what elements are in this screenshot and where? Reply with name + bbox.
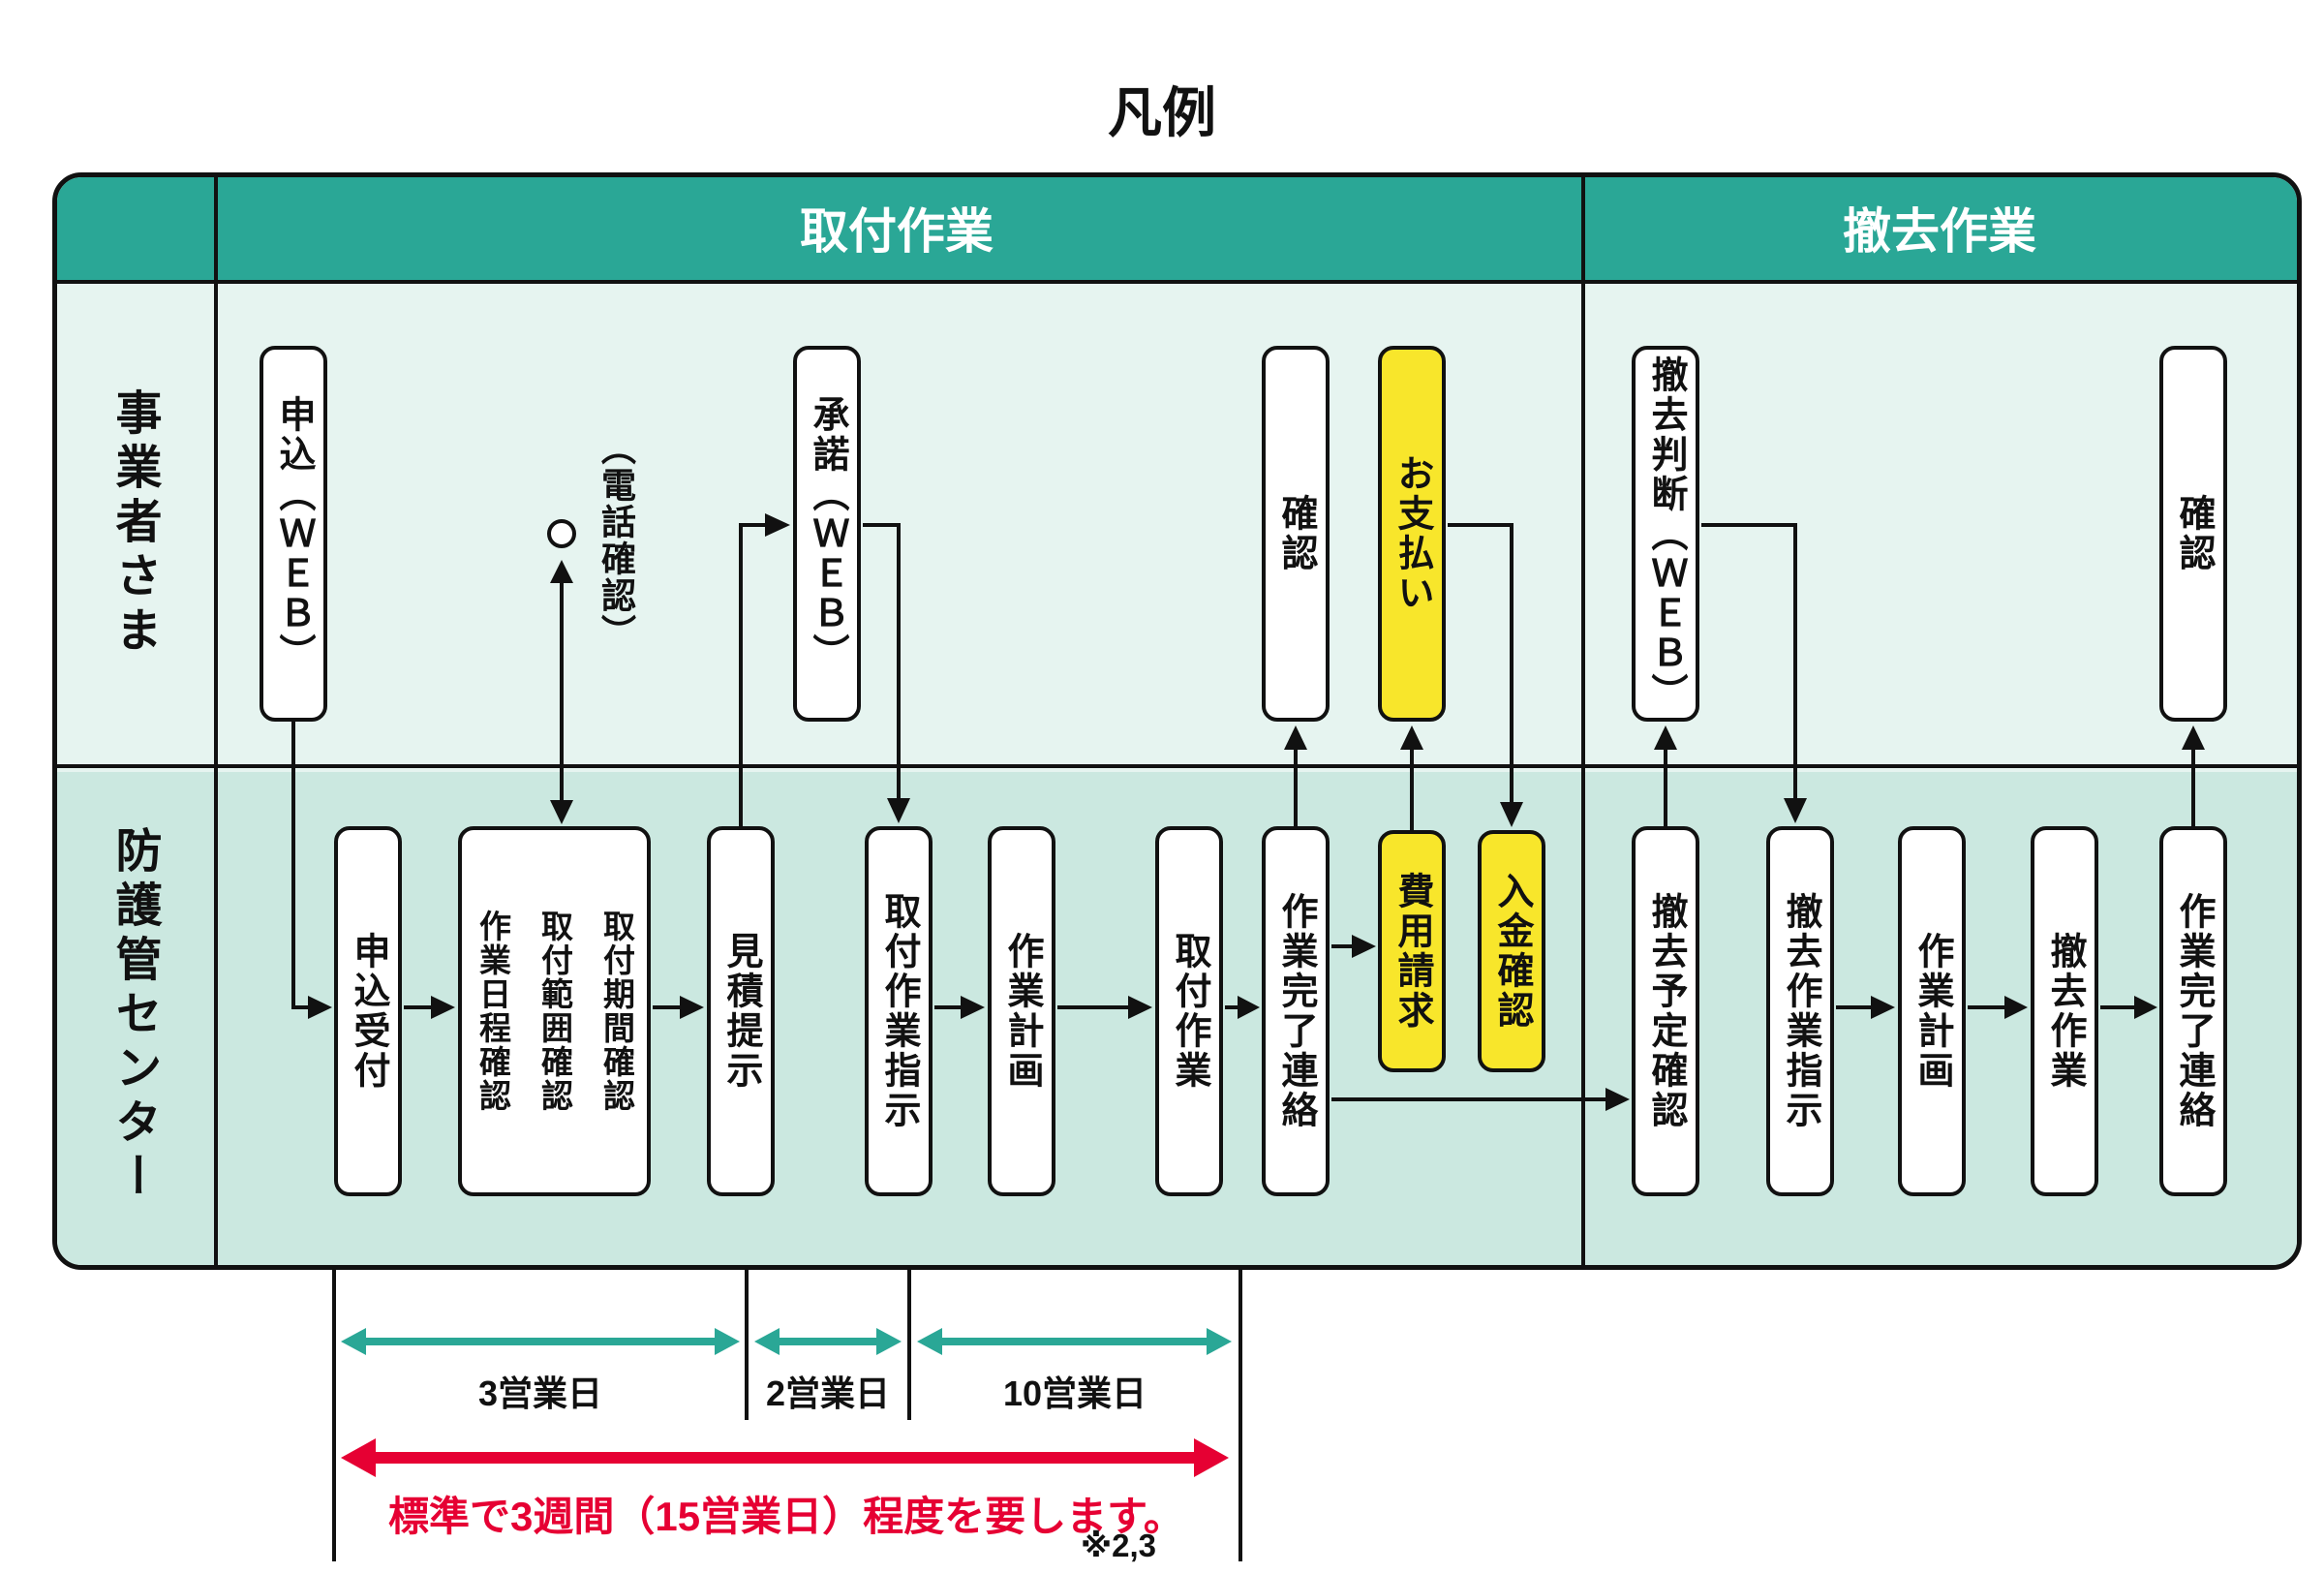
header-removal-section: 撤去作業 [1843, 204, 2036, 259]
box-install-work: 取付作業 [1155, 826, 1223, 1196]
box-install-checks: 取付期間確認 取付範囲確認 作業日程確認 [458, 826, 651, 1196]
label-column-divider [214, 177, 218, 1265]
box-apply-web: 申込（ＷＥＢ） [260, 346, 327, 722]
phone-check-note: （電話確認） [596, 430, 636, 651]
page-title: 凡例 [1108, 82, 1216, 143]
section-divider [1581, 177, 1585, 1265]
box-removal-work: 撤去作業 [2031, 826, 2098, 1196]
box-accept-web: 承諾（ＷＥＢ） [793, 346, 861, 722]
footnote: ※2,3 [1081, 1528, 1156, 1563]
box-payment: お支払い [1378, 346, 1446, 722]
operator-row-background [57, 288, 2297, 768]
timeline-segment2-label: 2営業日 [765, 1373, 891, 1413]
box-work-plan-removal: 作業計画 [1898, 826, 1966, 1196]
box-removal-instruction: 撤去作業指示 [1766, 826, 1834, 1196]
box-deposit-confirm: 入金確認 [1478, 830, 1545, 1072]
duration-arrows-teal [341, 1328, 1232, 1355]
box-removal-schedule-confirm: 撤去予定確認 [1632, 826, 1699, 1196]
box-confirm-install: 確認 [1262, 346, 1330, 722]
box-work-done-install: 作業完了連絡 [1262, 826, 1330, 1196]
total-duration-note: 標準で3週間（15営業日）程度を要します。 [388, 1494, 1184, 1539]
row-label-operator: 事業者さま [107, 388, 160, 660]
box-estimate: 見積提示 [707, 826, 775, 1196]
total-duration-arrow-red [341, 1438, 1229, 1477]
box-billing: 費用請求 [1378, 830, 1446, 1072]
row-label-center: 防護管センター [107, 826, 160, 1206]
box-work-done-removal: 作業完了連絡 [2159, 826, 2227, 1196]
timeline-segment3-label: 10営業日 [1002, 1373, 1147, 1413]
box-removal-decision-web: 撤去判断（ＷＥＢ） [1632, 346, 1699, 722]
box-work-plan-install: 作業計画 [988, 826, 1055, 1196]
timeline-segment1-label: 3営業日 [477, 1373, 603, 1413]
box-confirm-removal: 確認 [2159, 346, 2227, 722]
header-install-section: 取付作業 [800, 204, 994, 259]
box-apply-reception: 申込受付 [334, 826, 402, 1196]
box-install-instruction: 取付作業指示 [865, 826, 933, 1196]
header-band [57, 177, 2297, 284]
